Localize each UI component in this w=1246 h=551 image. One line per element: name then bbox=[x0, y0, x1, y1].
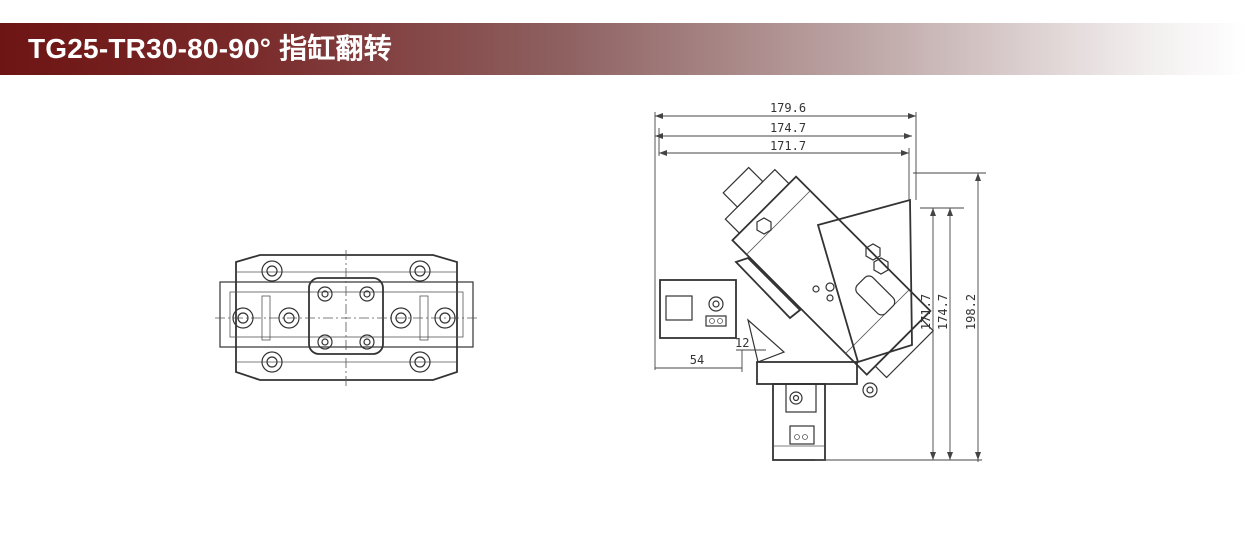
dimension-lines bbox=[654, 112, 986, 462]
top-view-drawing bbox=[215, 250, 478, 386]
page-title: TG25-TR30-80-90° 指缸翻转 bbox=[28, 33, 392, 64]
side-view-drawing bbox=[659, 166, 935, 461]
dim-label-174-7: 174.7 bbox=[770, 121, 806, 135]
dim-label-171-7-vertical: 171.7 bbox=[919, 294, 933, 330]
dim-label-198-2-vertical: 198.2 bbox=[964, 294, 978, 330]
dim-label-174-7-vertical: 174.7 bbox=[936, 294, 950, 330]
dim-label-54: 54 bbox=[690, 353, 704, 367]
dim-label-12: 12 bbox=[735, 336, 749, 350]
title-banner: TG25-TR30-80-90° 指缸翻转 bbox=[0, 23, 1246, 75]
dim-label-171-7: 171.7 bbox=[770, 139, 806, 153]
dim-label-179-6: 179.6 bbox=[770, 101, 806, 115]
